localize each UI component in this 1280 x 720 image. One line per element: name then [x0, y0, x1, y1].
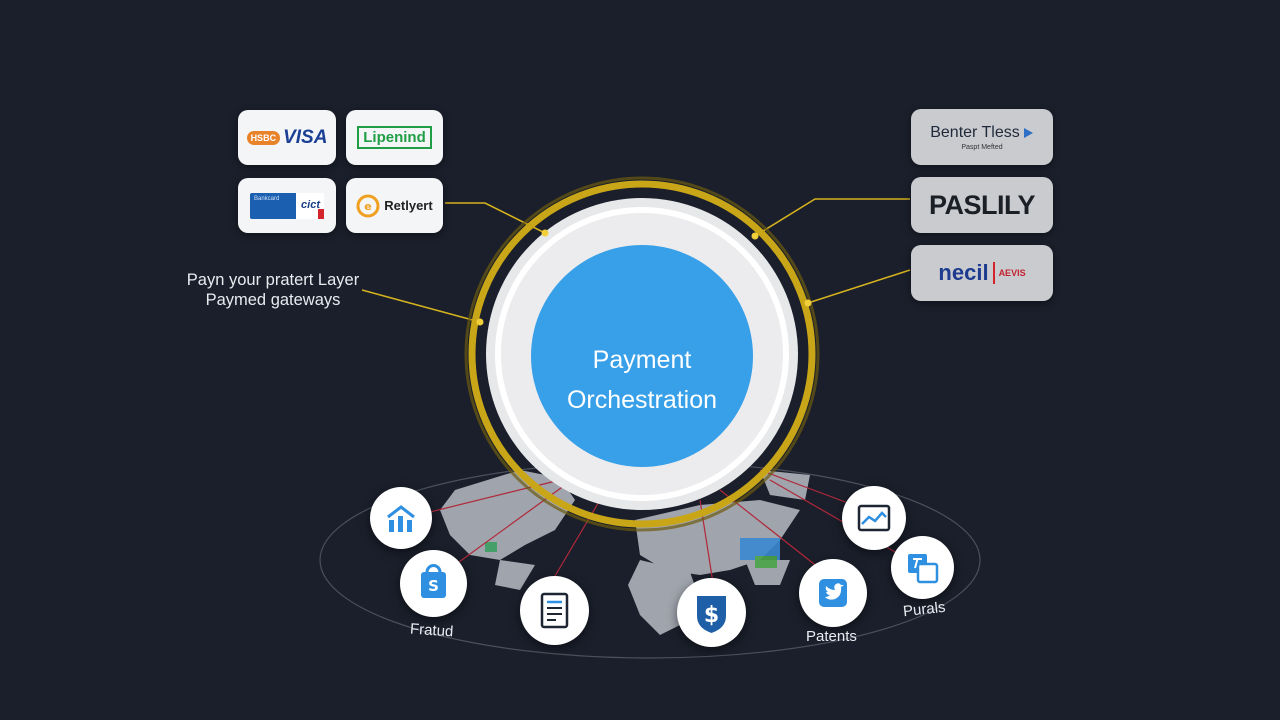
logo-connectors	[361, 198, 911, 323]
outer-gold-ring	[468, 180, 816, 528]
dollar-bubble[interactable]: $	[677, 578, 746, 647]
gateways-label-line1: Payn your pratert Layer	[186, 271, 360, 289]
gold-node-1	[541, 229, 549, 237]
gold-node-2	[476, 318, 484, 326]
map-highlights	[485, 538, 780, 568]
visa-logo-text: VISA	[283, 126, 328, 148]
logo-card-necil[interactable]: necil AEVIS	[911, 245, 1053, 301]
bank-card-red-stripe	[318, 208, 324, 219]
svg-text:$: $	[704, 603, 719, 628]
logo-card-paslily[interactable]: PASLILY	[911, 177, 1053, 233]
gold-node-3	[751, 232, 759, 240]
retlyert-logo-text: Retlyert	[384, 198, 433, 213]
gateways-label: Payn your pratert Layer Paymed gateways	[150, 270, 396, 310]
necil-divider	[992, 262, 995, 284]
gateways-label-line2: Paymed gateways	[205, 291, 341, 309]
logo-card-lipenind[interactable]: Lipenind	[346, 110, 443, 165]
necil-text: necil	[938, 260, 989, 285]
logo-card-bankcard[interactable]: Bankcard cict	[238, 178, 336, 233]
paslily-text: PASLILY	[928, 189, 1036, 220]
shopping-bag-icon: S	[421, 564, 446, 598]
shopping-bubble[interactable]: S	[400, 550, 467, 617]
translate-icon	[908, 554, 939, 584]
play-arrow-icon	[1023, 127, 1033, 138]
bank-card-graphic: Bankcard cict	[250, 192, 324, 219]
hsbc-badge: HSBC	[246, 130, 281, 145]
center-blue-disc	[531, 245, 753, 467]
fraud-label: Fratud	[409, 620, 454, 641]
dollar-shield-icon: $	[697, 596, 726, 633]
social-bubble[interactable]	[799, 559, 867, 627]
logo-card-benter-tless[interactable]: Benter Tless Paspt Mefted	[911, 109, 1053, 165]
svg-text:e: e	[365, 200, 372, 213]
svg-text:S: S	[428, 577, 439, 595]
analytics-bubble[interactable]	[370, 487, 432, 549]
bank-card-small-text: Bankcard	[254, 195, 280, 202]
image-chart-icon	[857, 504, 891, 532]
retlyert-icon: e	[356, 194, 380, 217]
benter-tless-sub: Paspt Mefted	[961, 143, 1003, 151]
necil-sub: AEVIS	[998, 268, 1026, 278]
image-chart-bubble[interactable]	[842, 486, 906, 550]
benter-tless-text: Benter Tless	[930, 123, 1020, 141]
lipenind-logo-text: Lipenind	[357, 126, 432, 149]
document-bubble[interactable]	[520, 576, 589, 645]
social-bird-icon	[819, 579, 847, 607]
analytics-chart-icon	[387, 505, 415, 532]
translate-bubble[interactable]	[891, 536, 954, 599]
center-title: Payment Orchestration	[530, 340, 754, 420]
patents-label: Patents	[806, 628, 857, 645]
outer-gold-halo	[464, 176, 820, 532]
bank-card-text: cict	[301, 198, 320, 211]
logo-card-visa[interactable]: HSBC VISA	[238, 110, 336, 165]
document-icon	[540, 592, 569, 629]
gold-node-4	[804, 299, 812, 307]
center-title-line2: Orchestration	[566, 386, 718, 414]
center-title-line1: Payment	[592, 346, 692, 374]
logo-card-retlyert[interactable]: e Retlyert	[346, 178, 443, 233]
